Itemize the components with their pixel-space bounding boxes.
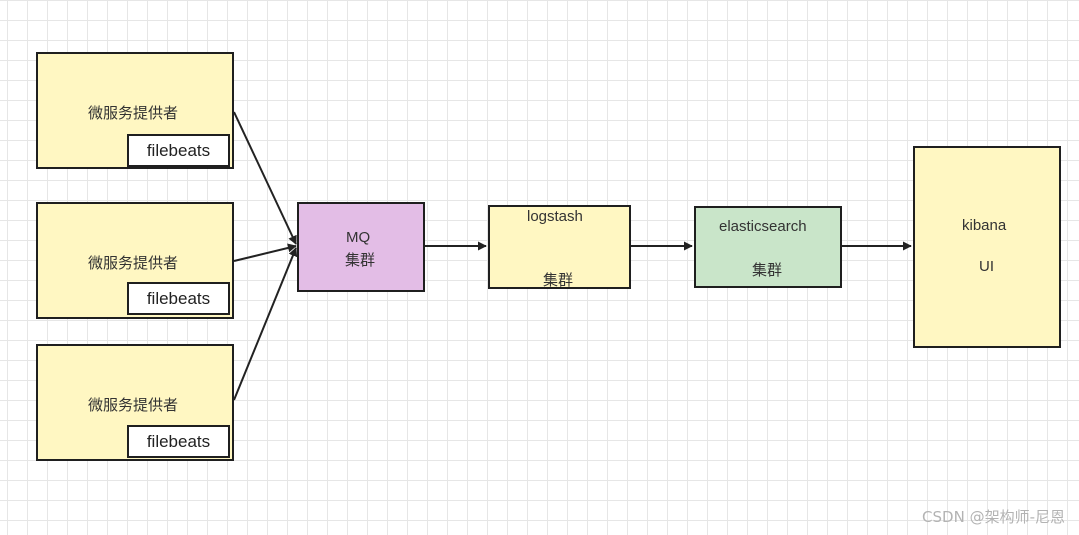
kibana-node: kibana UI xyxy=(913,146,1061,348)
elasticsearch-title: elasticsearch xyxy=(719,218,807,235)
logstash-subtitle: 集群 xyxy=(543,271,574,289)
logstash-node: logstash 集群 xyxy=(488,205,631,289)
watermark: CSDN @架构师-尼恩 xyxy=(922,508,1065,526)
mq-subtitle: 集群 xyxy=(345,251,376,269)
producer-node-2: 微服务提供者 filebeats xyxy=(36,202,234,319)
producer-title-1: 微服务提供者 xyxy=(88,104,179,122)
edge-producer3-to-mq xyxy=(233,247,298,401)
producer-title-2: 微服务提供者 xyxy=(88,254,179,272)
producer-node-3: 微服务提供者 filebeats xyxy=(36,344,234,461)
filebeats-box-2: filebeats xyxy=(127,282,230,315)
producer-node-1: 微服务提供者 filebeats xyxy=(36,52,234,169)
producer-title-3: 微服务提供者 xyxy=(88,396,179,414)
logstash-title: logstash xyxy=(527,208,583,225)
kibana-title: kibana xyxy=(962,217,1007,234)
mq-node: MQ 集群 xyxy=(297,202,425,292)
filebeats-box-3: filebeats xyxy=(127,425,230,458)
elasticsearch-node: elasticsearch 集群 xyxy=(694,206,842,288)
kibana-subtitle: UI xyxy=(979,258,994,275)
edge-producer2-to-mq xyxy=(233,243,297,262)
filebeats-box-1: filebeats xyxy=(127,134,230,167)
mq-title: MQ xyxy=(346,229,371,246)
elasticsearch-subtitle: 集群 xyxy=(752,261,783,279)
edge-producer1-to-mq xyxy=(233,111,297,245)
